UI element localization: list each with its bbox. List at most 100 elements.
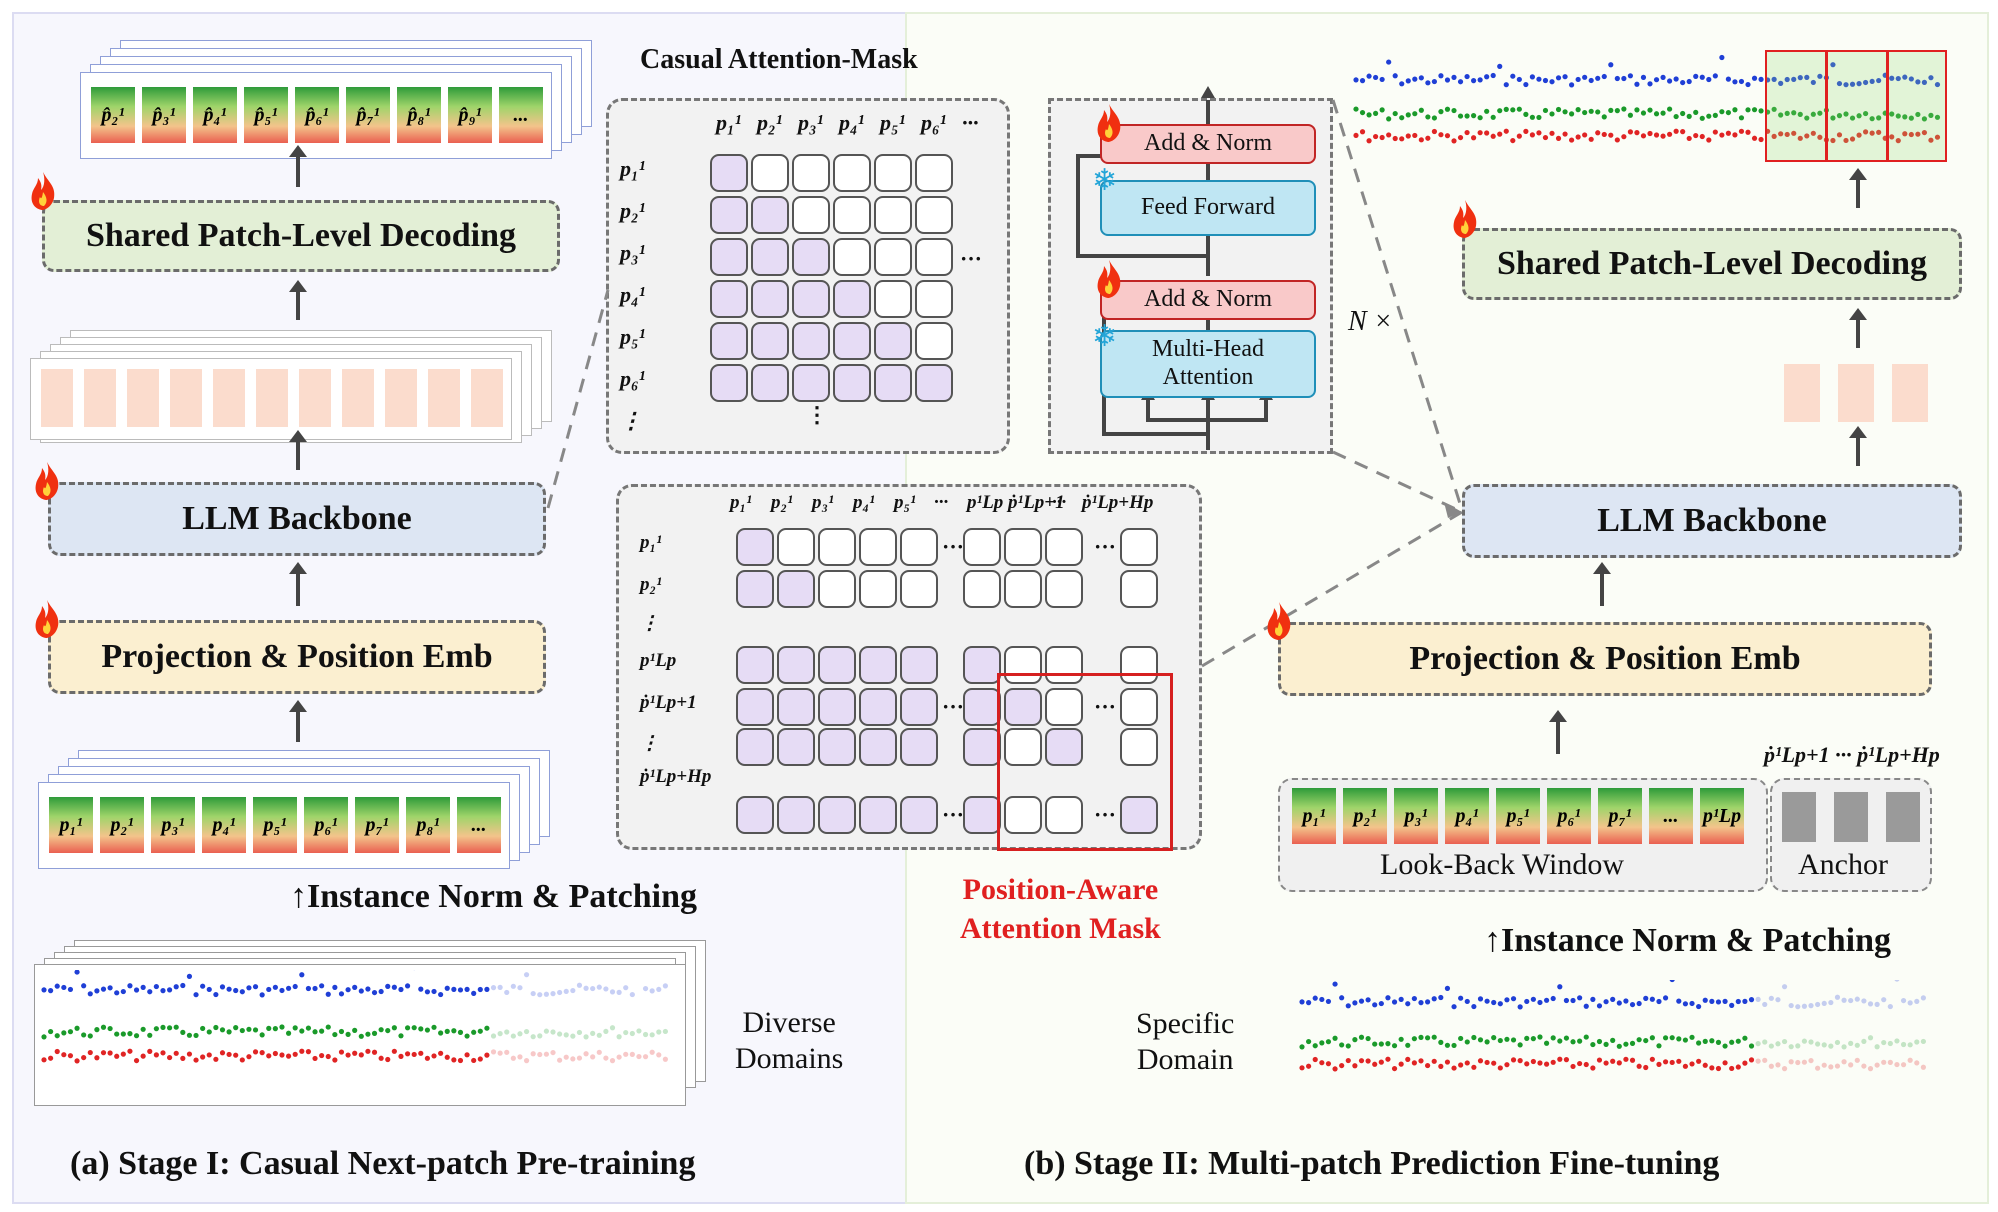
series-point [504,1049,510,1055]
series-point [1614,75,1620,82]
series-point [1616,1000,1622,1006]
series-point [345,987,351,993]
series-point [662,1028,668,1035]
patch-tile: p̂₅¹ [244,87,288,143]
series-point [656,1029,662,1035]
series-point [1614,108,1620,114]
flame-icon [1097,104,1121,142]
mask-cell [859,570,897,608]
series-point [1484,1059,1490,1066]
series-point [1405,1042,1411,1048]
series-point [206,1052,212,1058]
series-point [1680,129,1686,135]
series-point [365,1031,371,1037]
series-point [557,989,563,996]
series-point [153,983,159,990]
series-point [1530,1036,1536,1042]
series-point [266,1053,272,1059]
series-point [1869,78,1875,85]
series-point [1484,998,1490,1004]
series-point [285,1053,292,1059]
series-point [1588,136,1594,142]
series-point [259,1032,265,1038]
snowflake-icon: ❄ [1092,320,1118,353]
series-point [1596,1057,1603,1063]
series-point [523,1028,530,1035]
series-point [1464,129,1470,136]
stage1-norm-label: ↑Instance Norm & Patching [290,878,698,915]
series-point [490,985,497,991]
series-point [1412,76,1418,82]
series-point [1379,134,1385,141]
series-point [1359,109,1366,116]
stage2-backbone-label: LLM Backbone [1597,502,1827,539]
series-point [1887,1059,1893,1065]
series-point [1562,109,1568,115]
mask-cell [915,154,953,192]
series-point [1378,1000,1384,1007]
series-point [1738,128,1745,134]
series-point [464,1033,470,1039]
series-point [1412,132,1418,139]
series-point [299,1028,305,1034]
series-point [193,1057,199,1063]
mask-cell [736,728,774,766]
mask-cell [710,280,748,318]
series-point [1378,1059,1384,1065]
mask-cell [900,728,938,766]
series-point [1732,79,1738,85]
series-point [1570,1039,1576,1045]
series-point [1603,1041,1609,1047]
series-point [623,1029,629,1036]
series-point [1325,998,1332,1005]
arrow [1849,168,1867,208]
series-point [444,985,450,991]
series-point [510,1033,516,1039]
series-point [1660,133,1666,139]
series-point [81,1032,87,1038]
row-label: p₂¹ [620,198,646,223]
series-point [1621,75,1627,82]
series-point [1636,1037,1642,1043]
series-point [1549,79,1555,85]
series-point [233,1025,239,1031]
series-point [1715,999,1722,1005]
series-point [94,1027,100,1033]
series-point [590,1030,596,1036]
series-point [398,1033,404,1039]
series-point [239,1027,245,1034]
series-point [180,982,186,989]
series-point [1876,77,1882,84]
series-point [1643,995,1649,1001]
series-point [1775,1062,1781,1068]
series-point [1306,1038,1312,1045]
series-point [160,1050,166,1056]
series-point [81,1054,87,1061]
series-point [391,984,397,990]
series-point [1373,74,1379,81]
series-point [1715,1039,1722,1045]
series-point [391,1025,397,1031]
series-point [1477,115,1483,121]
series-point [576,982,583,988]
series-point [167,987,173,993]
anchor-labels: ṗ¹Lp+1 ··· ṗ¹Lp+Hp [1764,742,1940,767]
series-point [259,992,265,998]
series-point [1583,1034,1589,1040]
mask-cell [874,364,912,402]
series-point [385,1056,391,1063]
series-point [371,1049,378,1055]
series-point [649,988,655,994]
series-point [1603,1060,1609,1066]
series-point [1550,1035,1556,1041]
series-point [186,1051,193,1057]
series-point [67,1053,74,1059]
series-point [1603,999,1609,1005]
ellipsis-label: ··· [1094,694,1117,719]
mask-cell [1045,796,1083,834]
series-point [206,1029,212,1035]
series-point [1471,1034,1477,1041]
column-label: ṗ¹Lp+Hp [1082,492,1154,513]
series-point [504,989,510,996]
series-point [325,1053,331,1060]
